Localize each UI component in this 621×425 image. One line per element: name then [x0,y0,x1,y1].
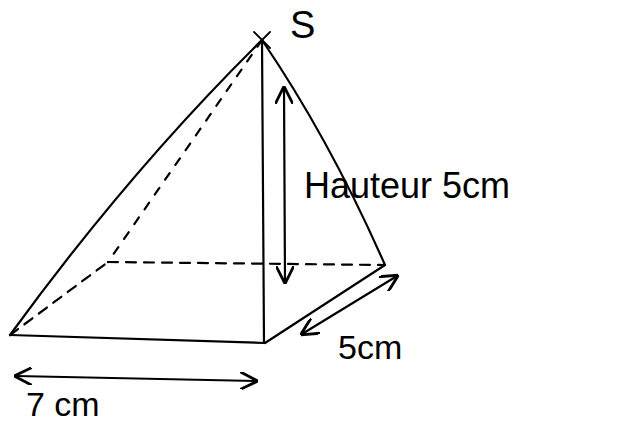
lateral-edge [262,40,385,265]
dimension-arrow [302,276,397,334]
hidden-edge [108,40,262,262]
dimension-label: 7 cm [26,387,100,421]
apex-mark [254,32,270,48]
dimension-label: 5cm [338,330,402,364]
dimension-arrow [16,376,256,381]
height-label: Hauteur 5cm [304,168,510,204]
lateral-edge [262,40,264,343]
hidden-edge [10,262,108,335]
height-arrow [284,88,285,282]
lateral-edge [10,40,262,335]
base-edge [10,335,265,343]
apex-label: S [290,6,315,44]
hidden-edge [108,262,385,265]
